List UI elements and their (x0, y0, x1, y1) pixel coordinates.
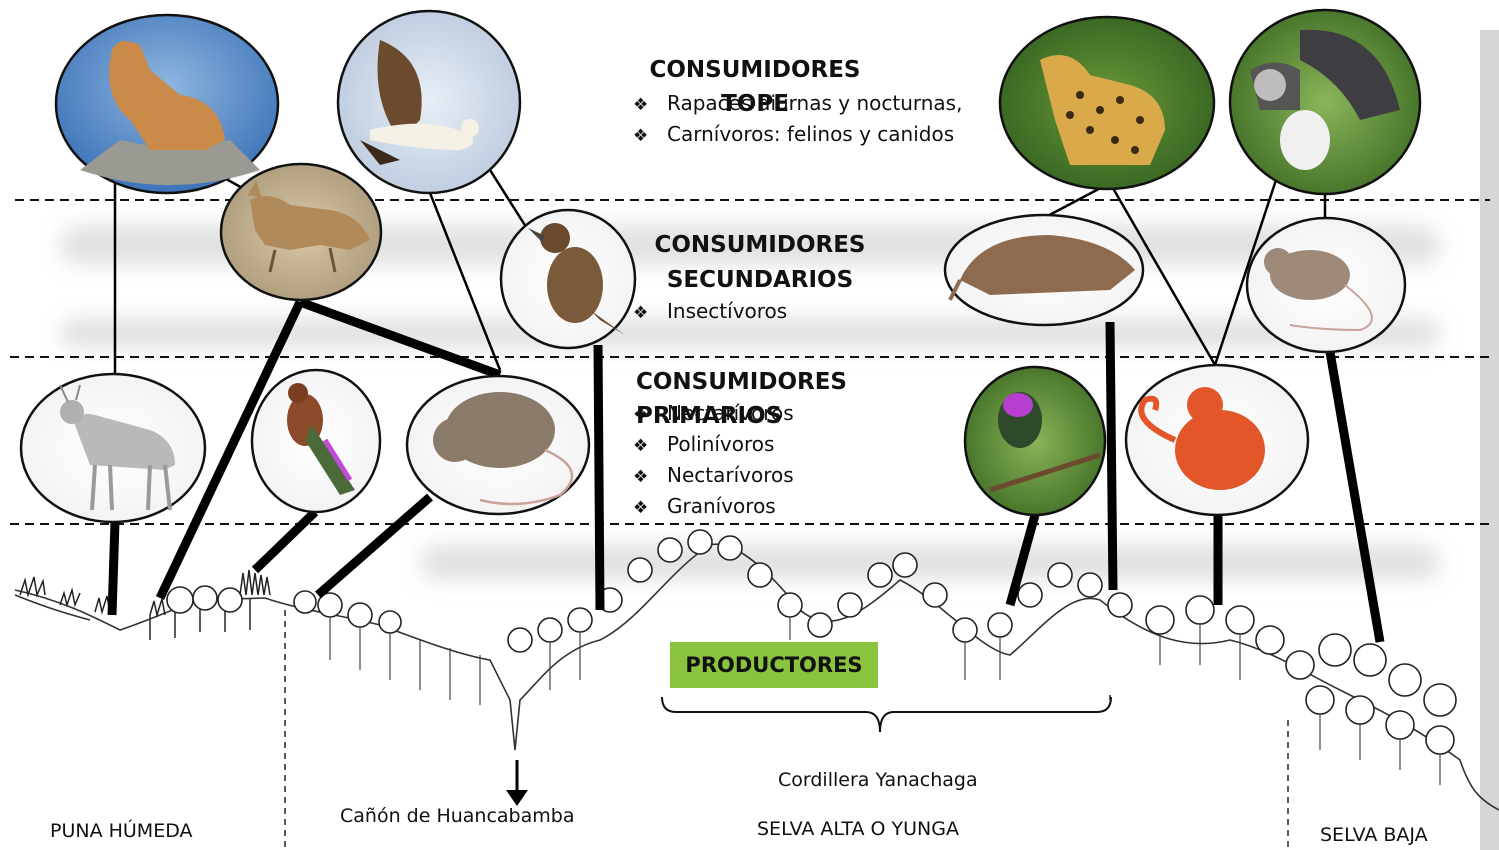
level-primary-list: ❖ Nectarívoros ❖ Polinívoros ❖ Nectarívoros… (633, 398, 794, 522)
level-secondary-item-text: Insectívoros (667, 299, 788, 323)
level-secondary-title-line2: SECUNDARIOS (666, 267, 854, 293)
zone-canyon-label: Cañón de Huancabamba (340, 805, 575, 827)
forest-canopy (166, 529, 1457, 755)
zone-cordillera-label: Cordillera Yanachaga (778, 769, 978, 791)
level-top-title: CONSUMIDORES TOPE (649, 57, 861, 117)
level-top-item-text: Rapaces diurnas y nocturnas, (667, 91, 963, 115)
medallion-jaguar (998, 15, 1216, 191)
medallion-hummingbird-right (963, 365, 1107, 517)
level-primary-item-text: Polinívoros (667, 432, 775, 456)
page-edge-shadow (1480, 30, 1499, 850)
diamond-bullet-icon: ❖ (633, 303, 649, 323)
diamond-bullet-icon: ❖ (633, 498, 649, 518)
level-primary-item-text: Nectarívoros (667, 463, 794, 487)
level-secondary-item: ❖ Insectívoros (633, 296, 787, 327)
cordillera-brace (661, 696, 1112, 733)
medallion-deer (19, 372, 207, 524)
level-primary-item-text: Nectarívoros (667, 401, 794, 425)
zone-selva-alta-label: SELVA ALTA O YUNGA (757, 818, 959, 840)
level-primary-title: CONSUMIDORES PRIMARIOS (636, 369, 847, 429)
level-secondary-list: ❖ Insectívoros (633, 296, 787, 327)
zone-puna-label: PUNA HÚMEDA (50, 820, 193, 842)
level-primary-item: ❖ Granívoros (633, 491, 794, 522)
level-secondary-title-line1: CONSUMIDORES (654, 232, 866, 258)
medallion-puma (54, 13, 280, 195)
level-top-item: ❖ Carnívoros: felinos y canidos (633, 119, 962, 150)
canyon-arrow (506, 760, 528, 806)
level-primary-item: ❖ Nectarívoros (633, 398, 794, 429)
level-top-list: ❖ Rapaces diurnas y nocturnas, ❖ Carnívoro… (633, 88, 962, 150)
medallion-shrew (943, 213, 1145, 327)
medallion-mouse-right (1245, 216, 1407, 354)
diamond-bullet-icon: ❖ (633, 126, 649, 146)
level-primary-item: ❖ Polinívoros (633, 429, 794, 460)
tree-trunks (329, 617, 1441, 785)
medallion-hummingbird-left (250, 368, 382, 514)
medallion-monkey (1124, 363, 1310, 517)
diamond-bullet-icon: ❖ (633, 95, 649, 115)
level-primary-item-text: Granívoros (667, 494, 776, 518)
diamond-bullet-icon: ❖ (633, 405, 649, 425)
producers-label: PRODUCTORES (670, 642, 878, 688)
medallion-mouse-left (405, 374, 591, 516)
thick-links (107, 297, 1385, 643)
level-top-item: ❖ Rapaces diurnas y nocturnas, (633, 88, 962, 119)
level-primary-item: ❖ Nectarívoros (633, 460, 794, 491)
zone-selva-baja-label: SELVA BAJA (1320, 824, 1428, 846)
diamond-bullet-icon: ❖ (633, 467, 649, 487)
diamond-bullet-icon: ❖ (633, 436, 649, 456)
medallion-hawk (336, 9, 522, 195)
medallion-fox (219, 162, 383, 302)
level-top-item-text: Carnívoros: felinos y canidos (667, 122, 955, 146)
medallion-harpy-eagle (1228, 8, 1422, 196)
medallion-wren (499, 208, 637, 350)
